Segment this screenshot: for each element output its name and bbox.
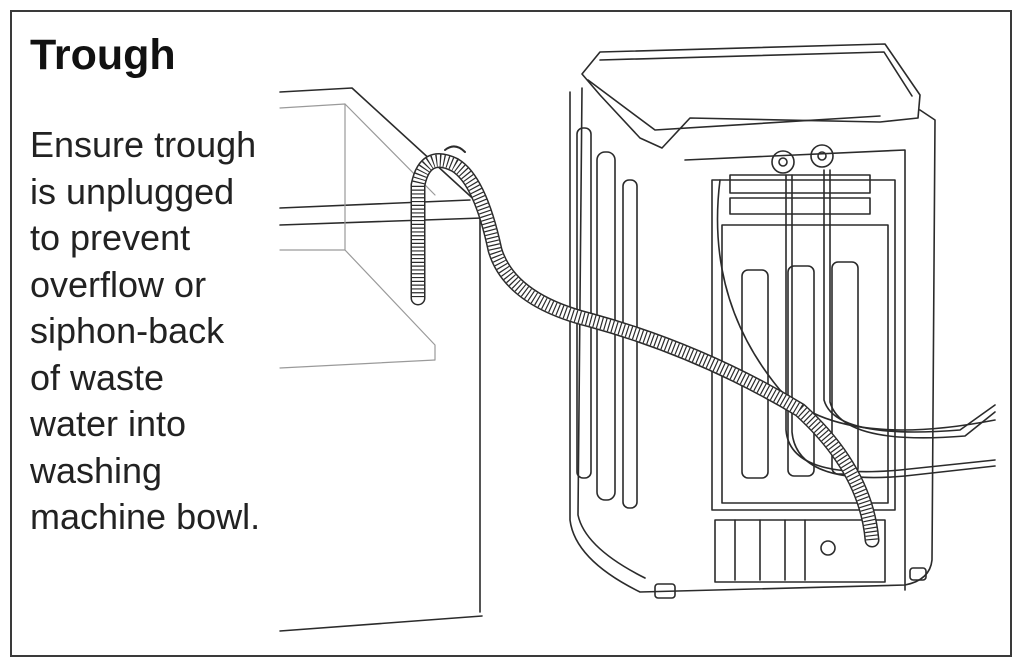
instruction-line-2: is unplugged	[30, 170, 235, 212]
instruction-line-4: overflow or	[30, 263, 207, 305]
instruction-line-8: washing	[30, 449, 163, 491]
panel-title: Trough	[30, 31, 176, 79]
instruction-line-6: of waste	[30, 356, 165, 398]
instruction-line-9: machine bowl.	[30, 496, 261, 537]
instruction-line-1: Ensure trough	[30, 124, 257, 165]
instruction-line-7: water into	[30, 403, 187, 444]
instruction-text: Ensure trough is unplugged to prevent ov…	[30, 122, 290, 541]
instruction-line-5: siphon-back	[30, 310, 225, 351]
washing-machine-illustration	[569, 43, 996, 599]
trough-illustration	[279, 87, 483, 632]
drain-hose-illustration	[410, 145, 880, 548]
instruction-line-3: to prevent	[30, 217, 191, 258]
